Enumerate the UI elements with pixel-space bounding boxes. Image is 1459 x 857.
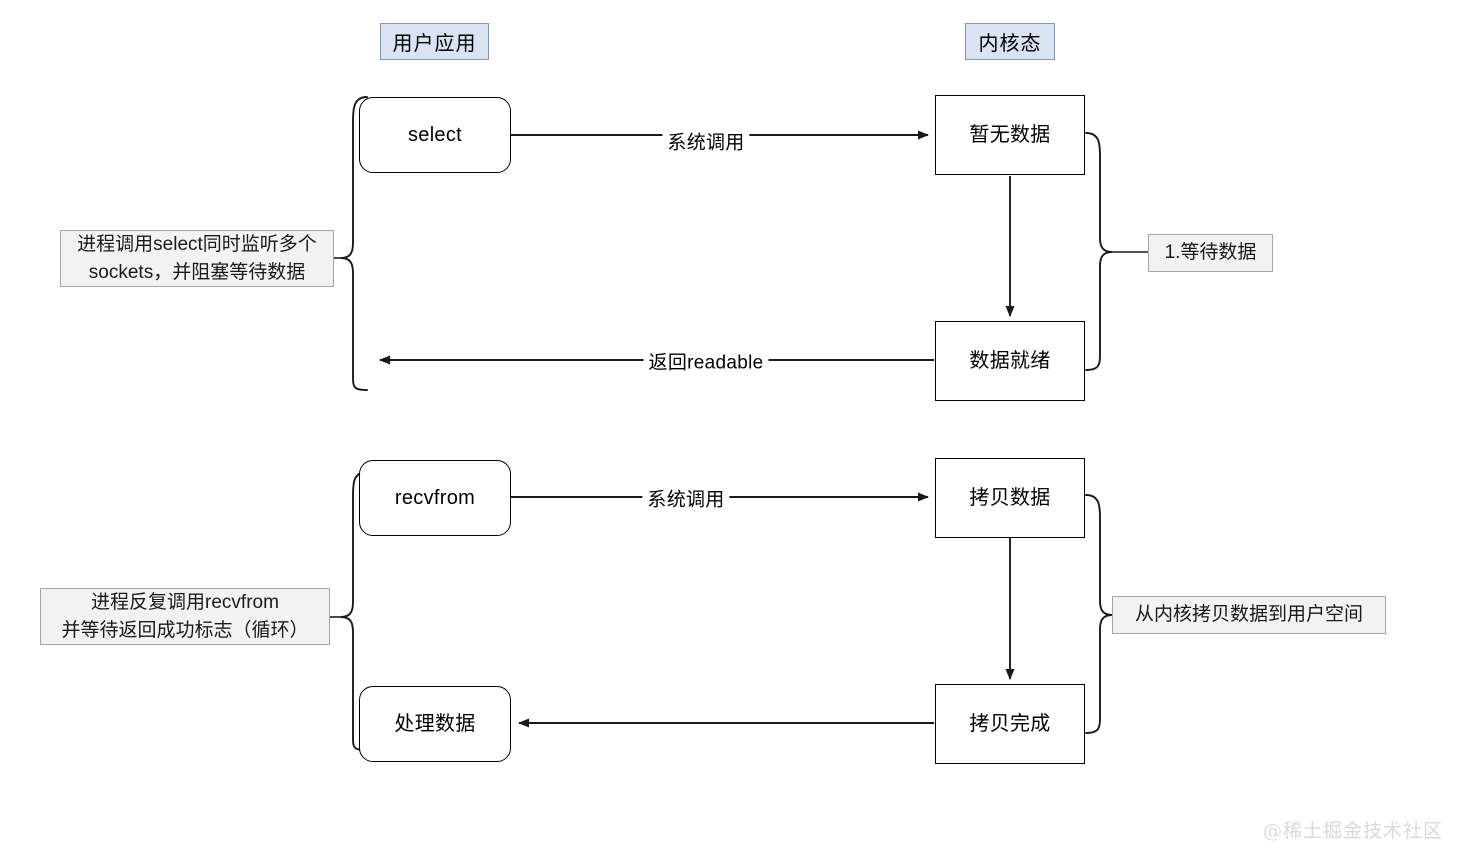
node-recvfrom-label: recvfrom — [394, 486, 476, 509]
node-no-data[interactable]: 暂无数据 — [935, 95, 1085, 175]
node-data-ready[interactable]: 数据就绪 — [935, 321, 1085, 401]
node-copy-data-label: 拷贝数据 — [969, 486, 1051, 509]
brace-right-section-1 — [1085, 132, 1113, 371]
node-select[interactable]: select — [359, 97, 511, 173]
node-copy-done[interactable]: 拷贝完成 — [935, 684, 1085, 764]
node-copy-done-label: 拷贝完成 — [969, 712, 1051, 735]
note-left-section-2: 进程反复调用recvfrom 并等待返回成功标志（循环） — [40, 588, 330, 645]
note-right-section-2: 从内核拷贝数据到用户空间 — [1112, 596, 1386, 634]
note-right-section-1: 1.等待数据 — [1148, 234, 1273, 272]
header-chip-user-app-label: 用户应用 — [392, 33, 477, 55]
header-chip-kernel: 内核态 — [965, 23, 1055, 60]
node-no-data-label: 暂无数据 — [969, 123, 1051, 146]
watermark: @稀土掘金技术社区 — [1262, 820, 1443, 842]
node-data-ready-label: 数据就绪 — [969, 349, 1051, 372]
edge-label-syscall-1: 系统调用 — [662, 127, 750, 155]
node-handle-data[interactable]: 处理数据 — [359, 686, 511, 762]
node-copy-data[interactable]: 拷贝数据 — [935, 458, 1085, 538]
node-handle-data-label: 处理数据 — [394, 712, 476, 735]
node-recvfrom[interactable]: recvfrom — [359, 460, 511, 536]
edge-label-return-readable: 返回readable — [643, 347, 769, 375]
header-chip-kernel-label: 内核态 — [978, 33, 1042, 55]
node-select-label: select — [407, 123, 463, 146]
note-left-section-1: 进程调用select同时监听多个 sockets，并阻塞等待数据 — [60, 230, 334, 287]
brace-right-section-2 — [1085, 494, 1113, 734]
header-chip-user-app: 用户应用 — [380, 23, 489, 60]
edge-label-syscall-2: 系统调用 — [642, 484, 730, 512]
